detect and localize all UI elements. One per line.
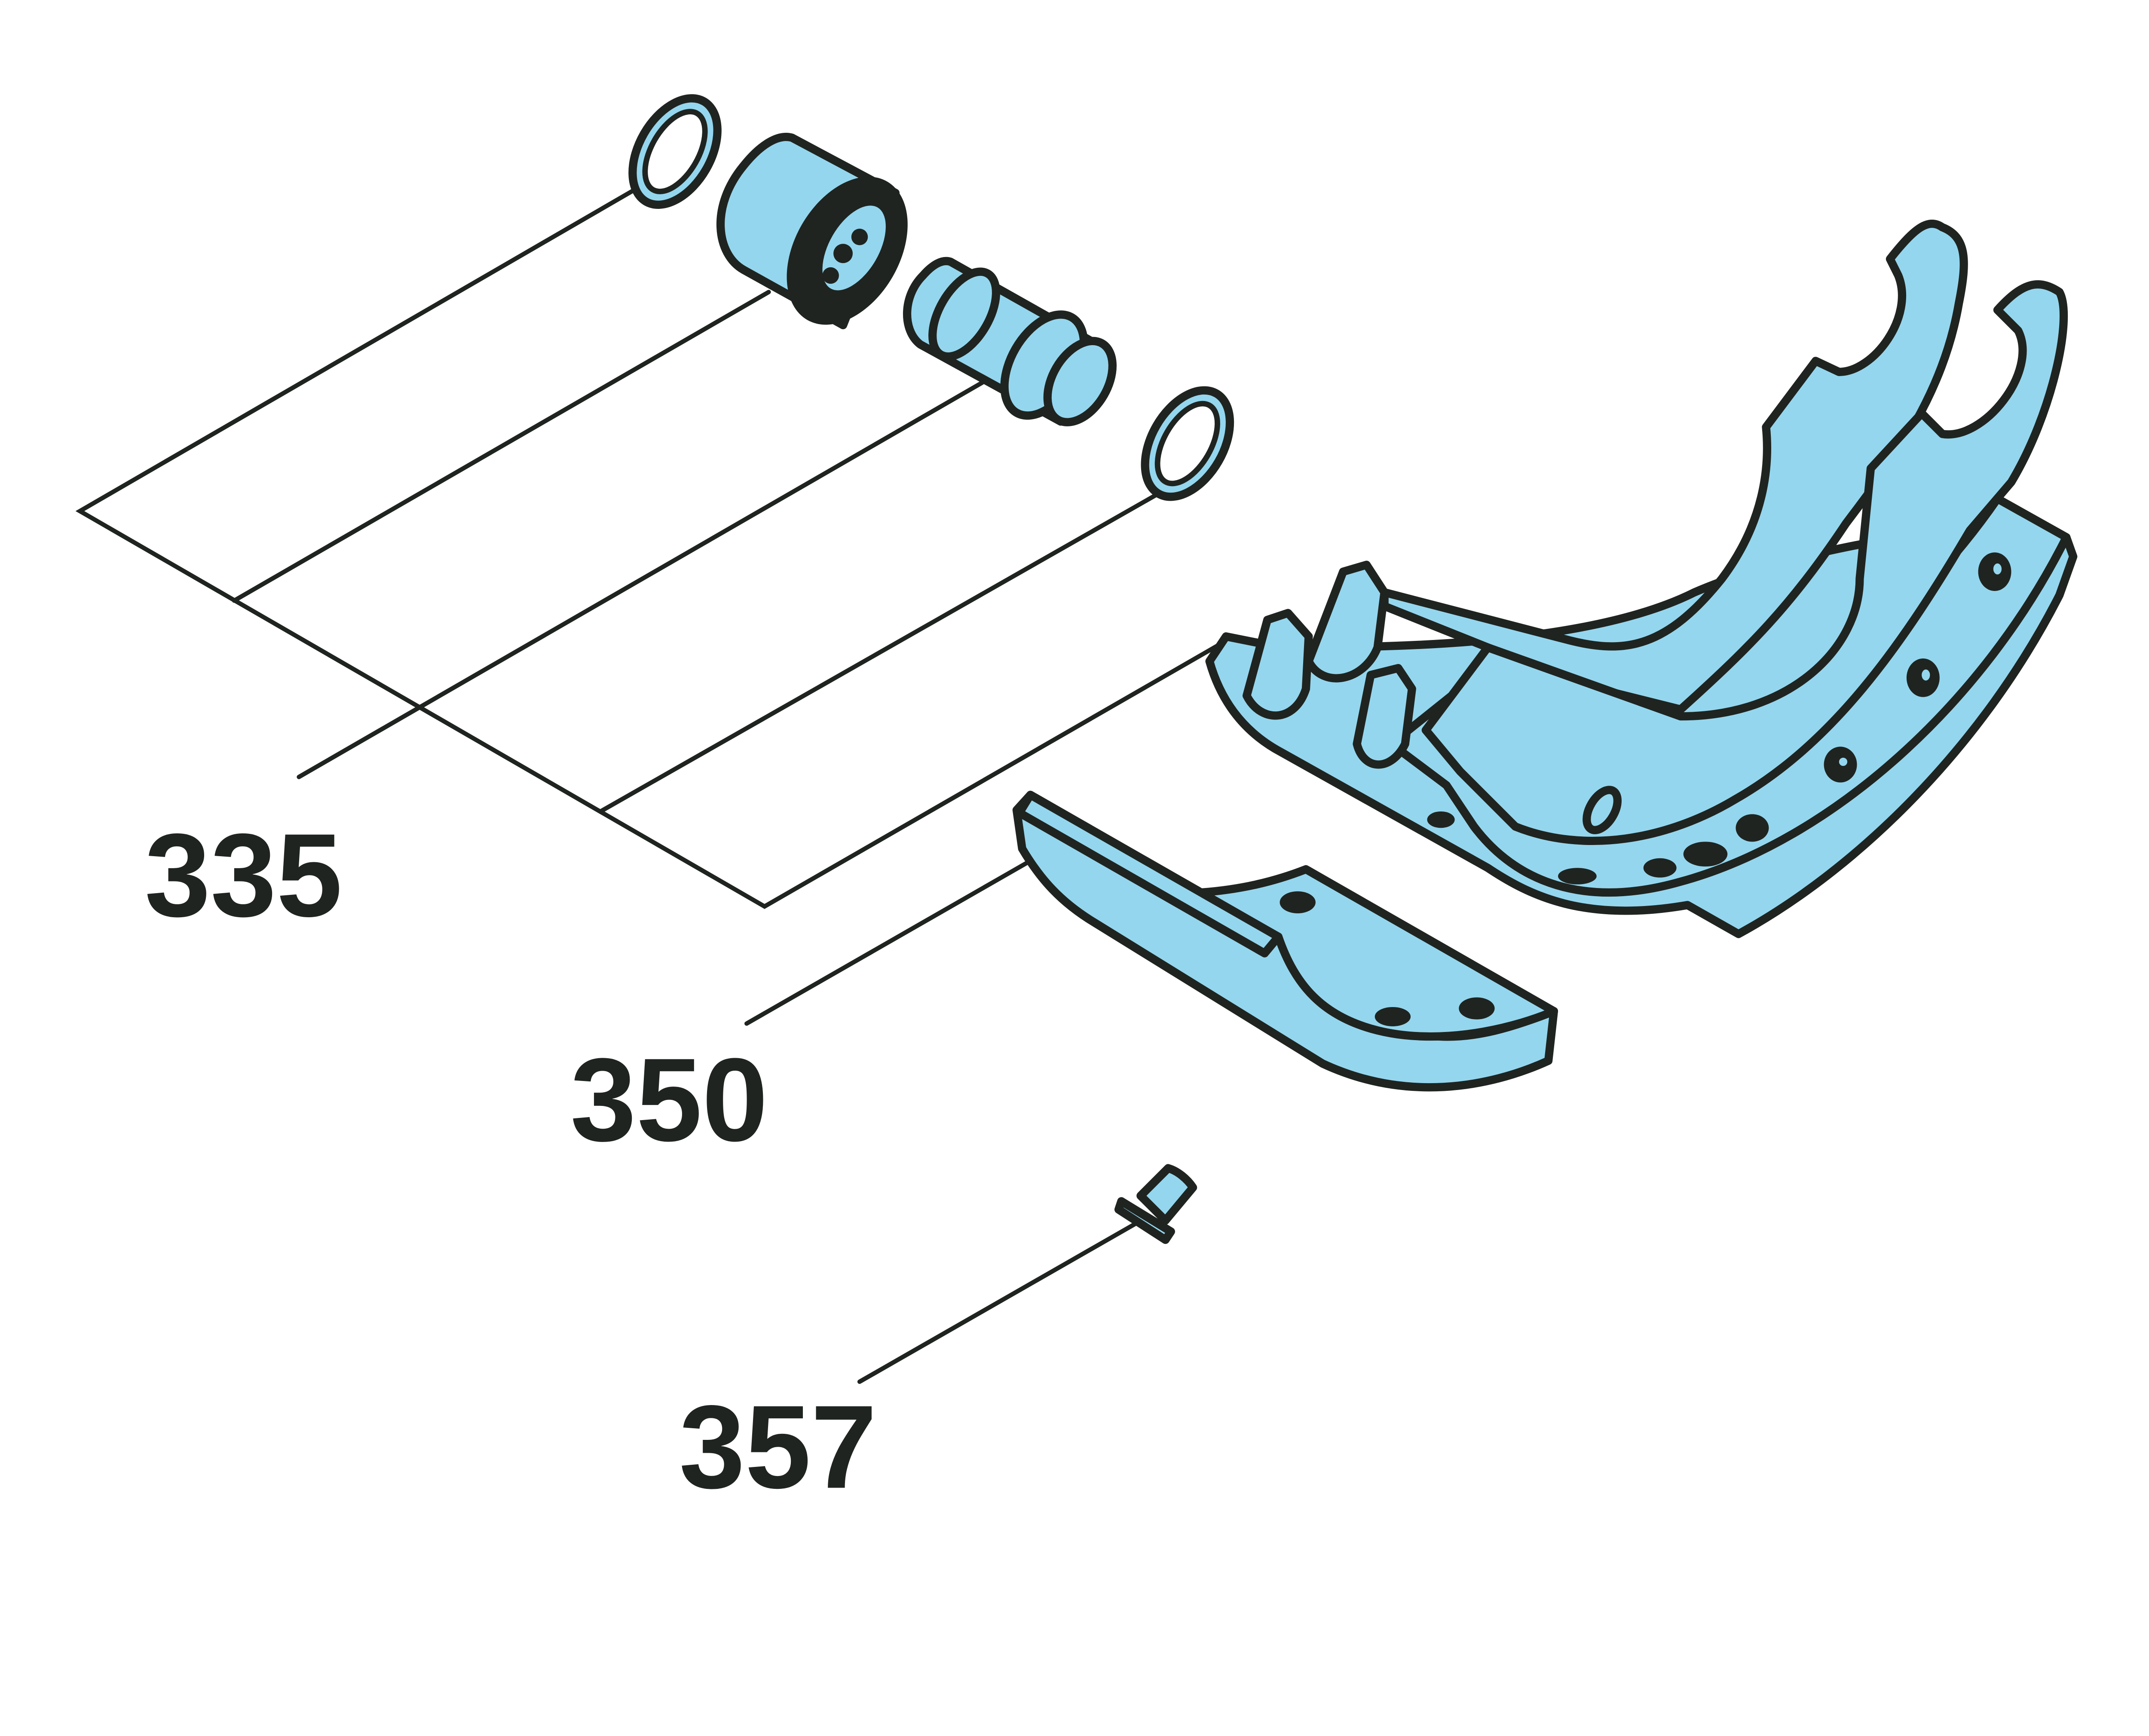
callout-335: 335 <box>145 809 343 941</box>
callout-357: 357 <box>679 1381 877 1513</box>
brake-lining-350 <box>1012 790 1558 1092</box>
bolt-357 <box>1114 1164 1197 1244</box>
brake-shoe-assembly <box>1205 220 2078 938</box>
leader-line-357 <box>857 1217 1146 1384</box>
leader-lines-335 <box>75 177 1221 909</box>
leader-line-350 <box>744 849 1050 1026</box>
seal-ring-lower <box>1141 386 1234 501</box>
pivot-pin <box>903 257 1117 426</box>
parts-diagram: 335 350 357 <box>75 94 2078 1513</box>
bearing-bushing <box>716 132 908 330</box>
seal-ring-upper <box>628 94 722 209</box>
callout-350: 350 <box>570 1034 768 1166</box>
